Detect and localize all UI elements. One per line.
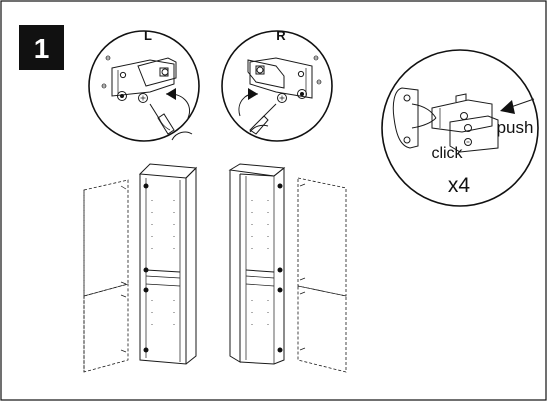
screw-icon <box>101 55 111 89</box>
adjust-screw-right <box>277 93 287 103</box>
hinge-cup <box>392 87 419 149</box>
mounting-plate-left <box>111 59 175 97</box>
shelf-holes <box>251 200 269 325</box>
detail-circle-left-outline <box>88 30 200 142</box>
detail-left-label: L <box>144 28 152 43</box>
hinge-click-detail: push click x4 <box>381 49 539 207</box>
cabinet-right-assembly <box>228 163 347 373</box>
detail-circle-left: L <box>88 28 200 142</box>
cabinet-left-shelf <box>145 269 181 273</box>
hinge-base-plate <box>449 115 499 153</box>
step-badge-background <box>19 25 64 70</box>
hinge-arm-right <box>247 59 285 89</box>
detail-right-label: R <box>276 28 286 43</box>
shelf-holes <box>151 200 175 325</box>
cabinet-right-shelf <box>245 269 275 273</box>
hinge-arm <box>431 99 493 133</box>
detail-circle-right: R <box>221 28 333 142</box>
quantity-label: x4 <box>448 174 471 197</box>
step-number: 1 <box>34 33 50 64</box>
push-label: push <box>497 118 534 137</box>
step-badge: 1 <box>19 25 64 70</box>
screw-icon <box>313 55 322 85</box>
cabinet-left-assembly <box>83 163 198 373</box>
adjust-screw-left <box>138 93 148 103</box>
door-upper-right <box>297 177 347 297</box>
door-lower-right <box>297 285 347 373</box>
hinge-detail-outline <box>381 49 539 207</box>
screwdriver-icon <box>249 103 277 135</box>
screwdriver-icon <box>149 103 175 135</box>
hinge-arm-left <box>137 57 177 87</box>
mounting-plate-right <box>249 57 313 99</box>
click-label: click <box>431 145 463 162</box>
